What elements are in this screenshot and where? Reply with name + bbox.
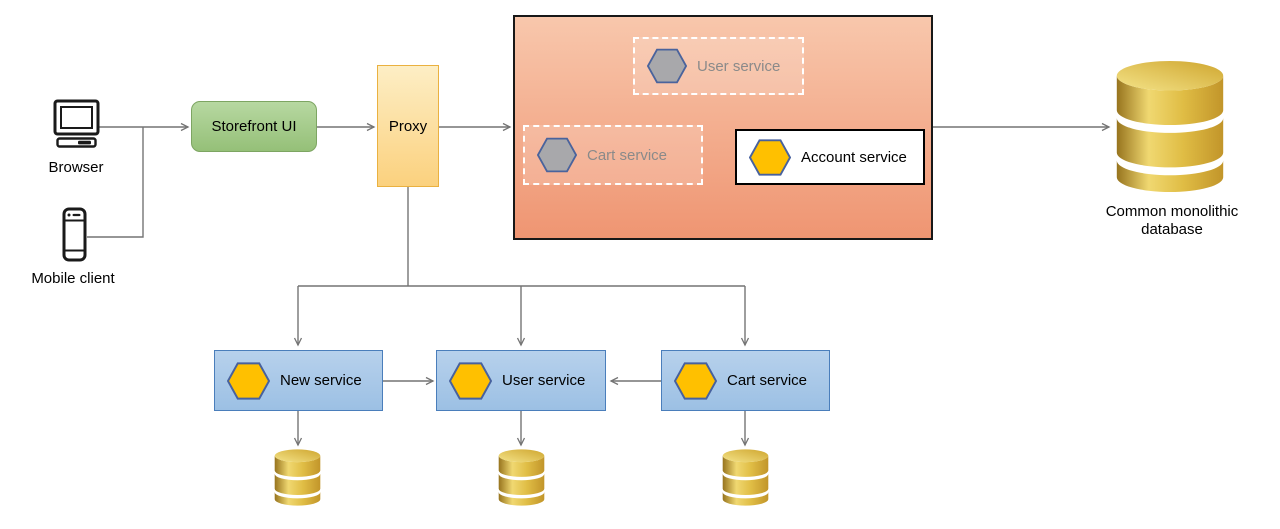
hexagon-icon [537,137,577,173]
database-icon [1116,60,1224,193]
account-service-node: Account service [735,129,925,185]
hexagon-icon [749,138,791,176]
ghost-cart-service-node: Cart service [523,125,703,185]
browser-icon [53,99,100,148]
proxy-node: Proxy [377,65,439,187]
hexagon-icon [449,361,492,400]
database-icon [722,449,769,506]
cart-service-label: Cart service [727,372,808,389]
new-service-node: New service [214,350,383,411]
ghost-cart-service-label: Cart service [587,146,668,164]
browser-label: Browser [48,159,104,176]
hexagon-icon [674,361,717,400]
hexagon-icon [647,48,687,84]
storefront-ui-node: Storefront UI [191,101,317,152]
proxy-label: Proxy [388,117,428,135]
mobile-icon [62,207,87,262]
hexagon-icon [227,361,270,400]
cart-service-node: Cart service [661,350,830,411]
storefront-ui-label: Storefront UI [211,118,297,135]
user-service-label: User service [502,372,586,389]
monolithic-database-label: Common monolithic database [1105,203,1239,238]
ghost-user-service-label: User service [697,57,781,75]
mobile-label: Mobile client [31,270,115,287]
database-icon [274,449,321,506]
new-service-label: New service [280,372,362,389]
user-service-node: User service [436,350,606,411]
ghost-user-service-node: User service [633,37,804,95]
account-service-label: Account service [801,148,907,166]
database-icon [498,449,545,506]
monolith-container [513,15,933,240]
